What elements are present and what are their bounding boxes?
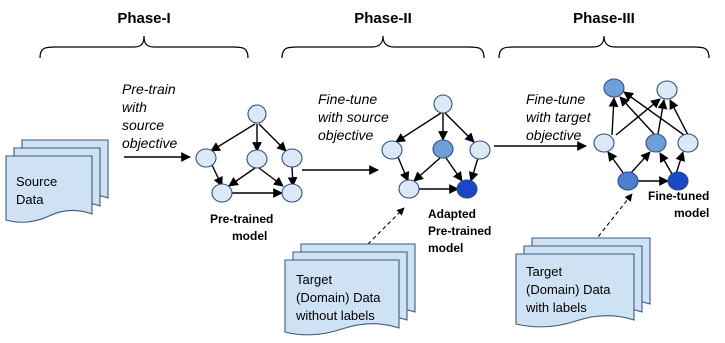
pretrained-node-top	[247, 104, 267, 124]
adapted-node-bottom-right	[456, 179, 478, 199]
pretrained-node-right	[281, 148, 303, 168]
phase-2-brace	[281, 35, 485, 59]
finetuned-node-right	[677, 133, 699, 153]
finetuned-node-top-left	[603, 78, 625, 98]
target-unlabeled-data-stack: Target (Domain) Data without labels	[284, 207, 416, 336]
pretrained-node-bottom-left	[211, 183, 233, 203]
step-3-label: Fine-tune with target objective	[526, 91, 592, 143]
step-2-label: Fine-tune with source objective	[318, 91, 389, 143]
pretrained-label-line2: model	[232, 229, 267, 243]
source-data-label-line1: Source	[16, 174, 57, 189]
svg-text:with target: with target	[526, 109, 592, 125]
target-labeled-data-stack: Target (Domain) Data with labels	[515, 193, 651, 328]
pretrained-model-graph: Pre-trained model	[195, 104, 303, 243]
finetuned-node-bottom-left	[617, 171, 639, 191]
finetuned-node-bottom-right	[667, 171, 689, 191]
pretrained-label-line1: Pre-trained	[210, 212, 273, 226]
svg-text:source: source	[122, 117, 164, 133]
adapted-label-line1: Adapted	[428, 207, 476, 221]
finetuned-node-top-right	[656, 80, 678, 100]
adapted-label-line3: model	[428, 241, 463, 255]
adapted-model-graph: Adapted Pre-trained model	[381, 94, 491, 255]
source-data-label-line2: Data	[16, 192, 44, 207]
finetuned-model-graph: Fine-tuned model	[593, 78, 709, 220]
pretrained-node-bottom-right	[281, 183, 303, 203]
adapted-node-top	[433, 94, 453, 114]
step-1-label: Pre-train with source objective	[122, 81, 177, 151]
pretrained-node-left	[195, 148, 217, 168]
target-unlabeled-label-line3: without labels	[295, 308, 375, 323]
svg-text:objective: objective	[526, 127, 581, 143]
target-unlabeled-label-line2: (Domain) Data	[296, 290, 381, 305]
svg-text:Pre-train: Pre-train	[122, 81, 176, 97]
phase-2-title: Phase-II	[354, 10, 412, 27]
svg-text:with: with	[122, 99, 147, 115]
finetuned-label-line2: model	[674, 206, 709, 220]
target-labeled-label-line3: with labels	[525, 300, 587, 315]
pretrained-node-center	[246, 149, 268, 169]
finetuned-label-line1: Fine-tuned	[648, 189, 709, 203]
svg-text:Fine-tune: Fine-tune	[526, 91, 585, 107]
target-labeled-label-line1: Target	[526, 264, 563, 279]
svg-text:objective: objective	[318, 127, 373, 143]
target-unlabeled-label-line1: Target	[296, 272, 333, 287]
source-data-stack: Source Data	[5, 139, 109, 223]
svg-text:with source: with source	[318, 109, 389, 125]
phase-3-title: Phase-III	[573, 10, 635, 27]
adapted-label-line2: Pre-trained	[428, 224, 491, 238]
svg-text:Fine-tune: Fine-tune	[318, 91, 377, 107]
target-labeled-label-line2: (Domain) Data	[526, 282, 611, 297]
finetuned-node-left	[593, 133, 615, 153]
adapted-node-right	[469, 140, 491, 160]
phase-1-title: Phase-I	[117, 10, 170, 27]
phase-1-brace	[39, 35, 249, 59]
finetuned-node-center	[645, 133, 667, 153]
svg-text:objective: objective	[122, 135, 177, 151]
adapted-node-bottom-left	[398, 179, 420, 199]
phase-3-brace	[498, 35, 710, 59]
adapted-node-center	[432, 139, 454, 159]
adapted-node-left	[381, 140, 403, 160]
